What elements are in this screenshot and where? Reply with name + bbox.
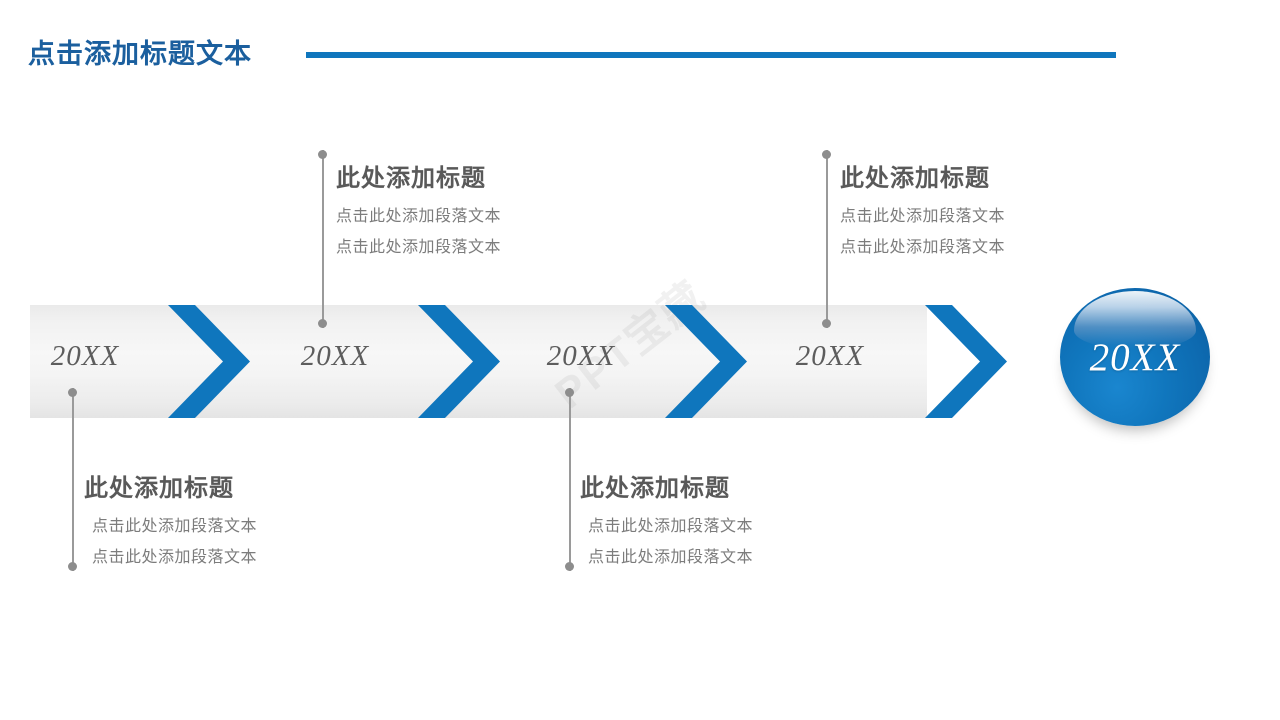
timeline-year-3: 20XX	[546, 340, 616, 372]
timeline-year-1: 20XX	[50, 340, 120, 372]
connector-line-2	[318, 150, 327, 328]
chevron-arrow-3	[665, 305, 747, 418]
callout-line-2: 点击此处添加段落文本	[336, 239, 502, 256]
callout-line-2: 点击此处添加段落文本	[92, 549, 258, 566]
connector-line-3	[565, 388, 574, 571]
title-underline-rule	[306, 52, 1116, 58]
connector-line-1	[68, 388, 77, 571]
connector-dot-top	[318, 150, 327, 159]
final-milestone-sphere: 20XX	[1060, 288, 1210, 428]
chevron-arrow-4	[925, 305, 1007, 418]
connector-stem	[72, 388, 74, 571]
connector-stem	[826, 150, 828, 328]
page-title: 点击添加标题文本	[28, 39, 252, 69]
callout-block-3: 此处添加标题 点击此处添加段落文本 点击此处添加段落文本	[580, 468, 840, 567]
callout-line-2: 点击此处添加段落文本	[840, 239, 1006, 256]
sphere-gloss-highlight	[1074, 291, 1196, 349]
callout-block-1: 此处添加标题 点击此处添加段落文本 点击此处添加段落文本	[84, 468, 344, 567]
connector-line-4	[822, 150, 831, 328]
connector-dot-top	[822, 150, 831, 159]
connector-stem	[569, 388, 571, 571]
callout-line-1: 点击此处添加段落文本	[840, 208, 1006, 225]
callout-line-1: 点击此处添加段落文本	[588, 518, 754, 535]
callout-heading: 此处添加标题	[336, 166, 486, 192]
callout-line-1: 点击此处添加段落文本	[336, 208, 502, 225]
chevron-arrow-1	[168, 305, 250, 418]
sphere-year-label: 20XX	[1089, 336, 1181, 379]
chevron-arrow-2	[418, 305, 500, 418]
connector-dot-top	[68, 388, 77, 397]
callout-line-2: 点击此处添加段落文本	[588, 549, 754, 566]
connector-dot-bottom	[822, 319, 831, 328]
callout-heading: 此处添加标题	[840, 166, 990, 192]
connector-dot-bottom	[68, 562, 77, 571]
callout-heading: 此处添加标题	[84, 476, 234, 502]
callout-line-1: 点击此处添加段落文本	[92, 518, 258, 535]
connector-stem	[322, 150, 324, 328]
callout-block-2: 此处添加标题 点击此处添加段落文本 点击此处添加段落文本	[336, 158, 596, 257]
callout-block-4: 此处添加标题 点击此处添加段落文本 点击此处添加段落文本	[840, 158, 1100, 257]
callout-heading: 此处添加标题	[580, 476, 730, 502]
timeline-year-2: 20XX	[300, 340, 370, 372]
connector-dot-bottom	[318, 319, 327, 328]
timeline-year-4: 20XX	[795, 340, 865, 372]
connector-dot-top	[565, 388, 574, 397]
connector-dot-bottom	[565, 562, 574, 571]
